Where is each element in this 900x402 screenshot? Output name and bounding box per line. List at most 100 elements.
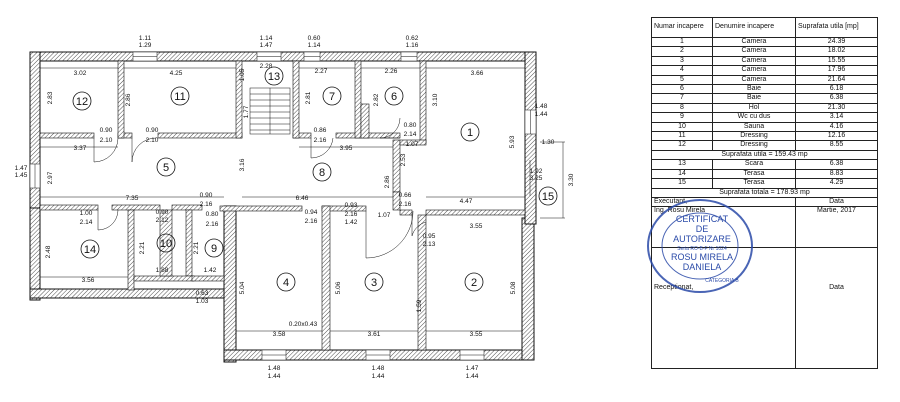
room-number-cell: 15 [651,178,713,189]
dim-label: 2.81 [305,91,312,104]
room-marker-2: 2 [464,272,484,292]
room-area-cell: 6.18 [795,84,878,95]
room-number-cell: 7 [651,93,713,104]
dim-label: 2.16 [200,201,213,208]
dim-label: 5.04 [239,281,246,294]
dim-label: 1.29 [139,42,152,49]
room-marker-12: 12 [72,91,92,111]
dim-label: 2.10 [146,137,159,144]
room-name-cell: Baie [712,84,796,95]
room-marker-7: 7 [322,86,342,106]
dim-label: 0.20x0.43 [289,321,318,328]
dim-label: 2.97 [47,171,54,184]
dim-label: 2.21 [193,241,200,254]
dim-label: 1.05 [239,68,246,81]
dim-label: 1.77 [243,105,250,118]
room-number-cell: 9 [651,112,713,123]
dim-label: 3.56 [82,277,95,284]
dim-label: 1.07 [378,212,391,219]
room-marker-11: 11 [170,86,190,106]
room-name-cell: Sauna [712,121,796,133]
stamp-line: AUTORIZARE [673,234,731,244]
staircase [249,87,291,135]
room-area-cell: 24.39 [795,36,878,48]
dimension-lines [40,67,565,332]
dim-label: 1.48 [535,103,548,110]
room-number: 13 [268,71,280,83]
dim-label: 2.14 [80,219,93,226]
room-name-cell: Wc cu dus [712,112,796,123]
date-label: Data [795,196,878,208]
dim-label: 1.11 [139,35,152,42]
room-name-cell: Dressing [712,131,796,142]
total-row: Suprafata totala = 178.93 mp [651,187,878,198]
room-area-cell: 21.64 [795,74,878,86]
dim-label: 3.61 [368,331,381,338]
dim-label: 1.47 [260,42,273,49]
dim-label: 1.44 [372,373,385,380]
room-number: 14 [84,244,96,256]
dim-label: 0.90 [146,127,159,134]
dim-label: 3.55 [470,223,483,230]
table-header-row: Numar incapere Denumire incapere Suprafa… [651,17,878,38]
room-number-cell: 1 [651,36,713,48]
stamp-line: ROSU MIRELA [671,252,733,262]
executant-date: Martie, 2017 [795,206,878,249]
dimension-labels: 1.11 1.29 1.14 1.47 0.60 1.14 0.62 1.16 … [15,35,575,380]
room-number-cell: 8 [651,102,713,114]
room-number-cell: 11 [651,131,713,142]
room-marker-8: 8 [312,162,332,182]
dim-label: 1.14 [308,42,321,49]
room-number-cell: 14 [651,168,713,180]
room-marker-4: 4 [276,272,296,292]
dim-label: 2.53 [400,153,407,166]
room-marker-14: 14 [80,239,100,259]
dim-label: 2.83 [47,91,54,104]
dim-label: 2.86 [384,175,391,188]
dim-label: 1.88 [156,267,169,274]
executant-row: Ing. Rosu Mirela Martie, 2017 [651,206,878,249]
room-area-cell: 3.14 [795,112,878,123]
room-number-cell: 10 [651,121,713,133]
dim-label: 3.58 [273,331,286,338]
room-area-cell: 4.16 [795,121,878,133]
stamp-line: Seria RO-B-F Nr 1024 [677,246,727,252]
dim-label: 1.30 [542,139,555,146]
dim-label: 5.08 [510,281,517,294]
dim-label: 1.07 [406,141,419,148]
room-area-cell: 8.83 [795,168,878,180]
dim-label: 2.27 [315,68,328,75]
room-number: 6 [391,91,397,103]
room-area-table: Numar incapere Denumire incapere Suprafa… [651,17,878,370]
dim-label: 3.02 [74,70,87,77]
dim-label: 0.60 [308,35,321,42]
dim-label: 3.16 [239,158,246,171]
dim-label: 3.10 [432,93,439,106]
dim-label: 2.48 [45,245,52,258]
dim-label: 1.14 [260,35,273,42]
room-marker-1: 1 [460,122,480,142]
dim-label: 2.21 [139,241,146,254]
dim-label: 2.82 [373,93,380,106]
room-number: 15 [542,191,554,203]
dim-label: 3.37 [74,145,87,152]
room-number: 11 [174,91,185,103]
dim-label: 1.45 [15,172,28,179]
room-number-cell: 2 [651,46,713,57]
room-name-cell: Camera [712,46,796,57]
room-name-cell: Dressing [712,140,796,151]
door-swings [93,117,427,259]
dim-label: 3.95 [340,145,353,152]
stamp-line: CATEGORIA B [705,278,739,284]
room-area-cell: 18.02 [795,46,878,57]
room-number: 12 [76,96,88,108]
dim-label: 2.10 [100,137,113,144]
room-area-cell: 21.30 [795,102,878,114]
dim-label: 0.66 [399,192,412,199]
dim-label: 7.35 [126,195,139,202]
